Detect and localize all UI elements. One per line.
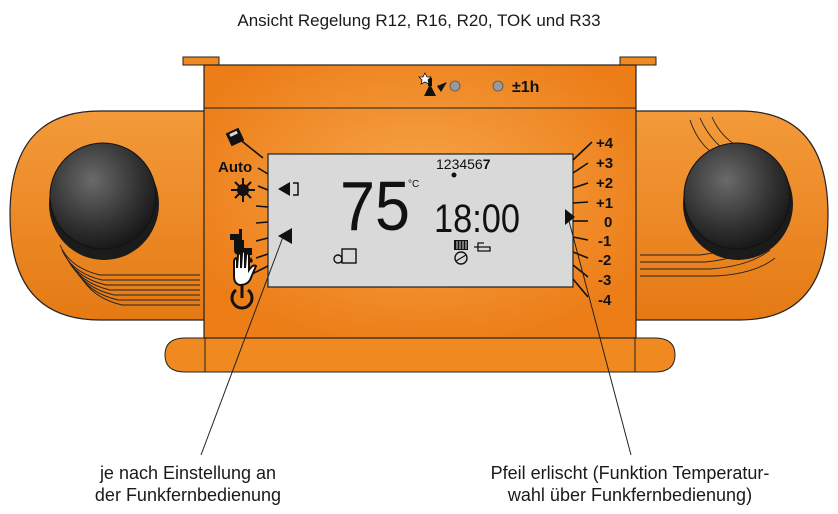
leader-line-right: [568, 220, 632, 456]
radiator-icon: [454, 240, 468, 250]
caption-right-line1: Pfeil erlischt (Funktion Temperatur-: [490, 463, 770, 483]
right-knob[interactable]: [683, 142, 791, 250]
lcd-time: 18:00: [434, 197, 520, 241]
caption-right: Pfeil erlischt (Funktion Temperatur- wah…: [440, 462, 820, 506]
caption-left-line1: je nach Einstellung an: [99, 463, 277, 483]
leader-line-left: [200, 236, 284, 456]
bottom-tab-left: [164, 337, 206, 373]
power-icon: [230, 284, 254, 310]
mode-arrow-upper: [278, 182, 290, 196]
bottom-tab-right: [634, 337, 676, 373]
chimney-sweep-icon: [418, 72, 447, 96]
pump-icon: [454, 251, 468, 265]
caption-left-line2: der Funkfernbedienung: [94, 485, 282, 505]
auto-label: Auto: [218, 159, 252, 176]
bottom-bar: [204, 337, 636, 373]
caption-right-line2: wahl über Funkfernbedienung): [507, 485, 753, 505]
lcd-temperature-unit: °C: [408, 179, 419, 190]
lcd-days: 1234567: [436, 156, 491, 172]
hot-water-tap-icon: [474, 242, 491, 252]
boiler-icon: [333, 248, 357, 264]
sweep-led: [449, 80, 461, 92]
scale-label-minus3: -3: [598, 272, 611, 289]
caption-left: je nach Einstellung an der Funkfernbedie…: [38, 462, 338, 506]
left-icons: Auto: [218, 127, 258, 310]
party-icon: [225, 127, 245, 147]
scale-label-plus1: +1: [596, 195, 613, 212]
top-clip-right: [619, 56, 657, 66]
mode-bracket-icon: [293, 182, 299, 196]
temperature-select-arrow: [565, 209, 575, 225]
lcd-day-marker: [451, 172, 457, 178]
scale-label-minus4: -4: [598, 292, 612, 309]
dst-label: ±1h: [512, 79, 539, 96]
figure-title: Ansicht Regelung R12, R16, R20, TOK und …: [237, 11, 601, 30]
lcd-screen: [267, 153, 574, 288]
scale-label-minus1: -1: [598, 233, 611, 250]
mode-arrow-lower: [278, 228, 292, 244]
scale-label-plus3: +3: [596, 155, 613, 172]
lcd-temperature: 75: [340, 167, 410, 245]
scale-label-plus2: +2: [596, 175, 613, 192]
right-scale-ticks: [572, 141, 593, 298]
scale-label-zero: 0: [604, 214, 612, 231]
top-clip-left: [182, 56, 220, 66]
scale-label-plus4: +4: [596, 135, 614, 152]
right-scale-labels: +4 +3 +2 +1 0 -1 -2 -3 -4: [596, 135, 614, 309]
left-knob[interactable]: [49, 142, 157, 250]
dst-led: [492, 80, 504, 92]
scale-label-minus2: -2: [598, 252, 611, 269]
sun-icon: [231, 178, 255, 202]
left-pod-hatching: [59, 244, 200, 306]
